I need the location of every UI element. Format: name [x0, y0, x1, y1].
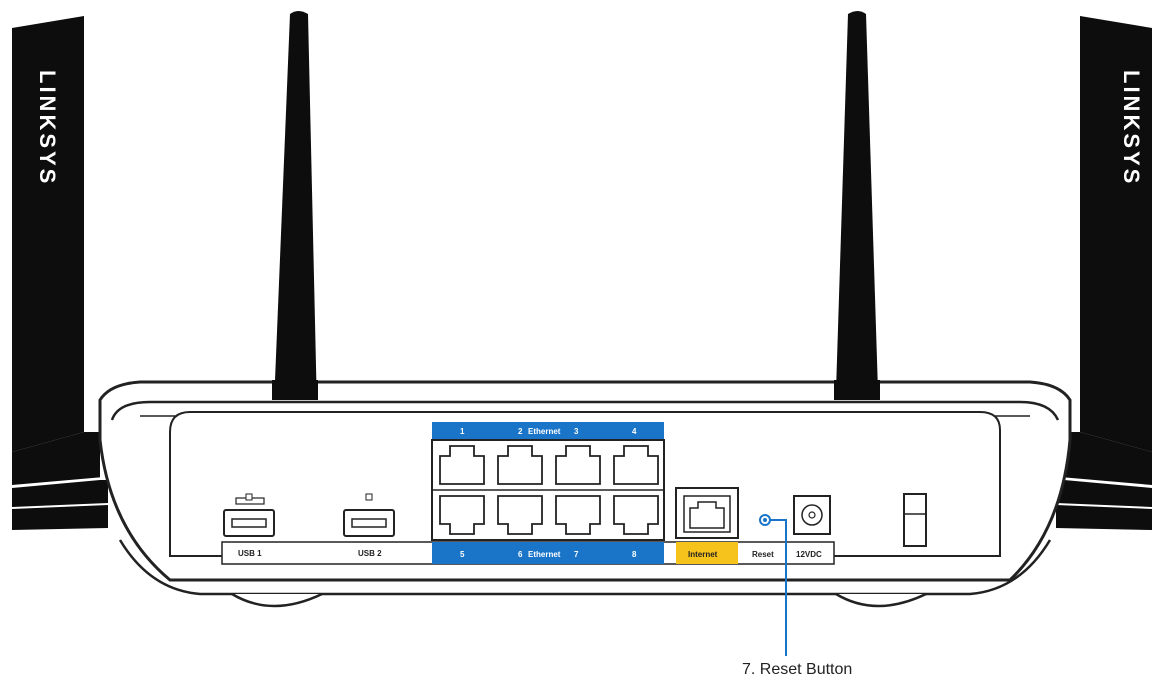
eth-num-1: 1	[460, 427, 465, 436]
ethernet-port-6[interactable]	[497, 495, 543, 535]
eth-num-2: 2	[518, 427, 523, 436]
ethernet-port-2[interactable]	[497, 445, 543, 485]
eth-num-8: 8	[632, 550, 637, 559]
ethernet-port-3[interactable]	[555, 445, 601, 485]
ethernet-port-5[interactable]	[439, 495, 485, 535]
ethernet-sockets	[439, 445, 659, 535]
ethernet-port-8[interactable]	[613, 495, 659, 535]
usb2-label: USB 2	[358, 549, 382, 558]
reset-label: Reset	[752, 550, 774, 559]
ethernet-block: 1 2 Ethernet 3 4 5 6 Ethernet 7 8	[431, 422, 665, 564]
reset-button[interactable]	[759, 514, 771, 526]
ethernet-port-4[interactable]	[613, 445, 659, 485]
left-brand-text: LINKSYS	[35, 70, 60, 186]
internet-band	[676, 542, 738, 564]
left-antenna-panel: LINKSYS	[11, 16, 109, 530]
eth-top-label: Ethernet	[528, 427, 561, 436]
power-label: 12VDC	[796, 550, 822, 559]
usb1-label: USB 1	[238, 549, 262, 558]
internet-port[interactable]	[675, 487, 739, 539]
usb-port-1[interactable]	[223, 493, 275, 537]
reset-callout-text: 7. Reset Button	[742, 661, 852, 678]
internet-label: Internet	[688, 550, 718, 559]
usb-port-2[interactable]	[343, 493, 395, 537]
right-brand-text: LINKSYS	[1119, 70, 1144, 186]
reset-callout-line	[770, 519, 787, 656]
power-switch[interactable]	[903, 493, 927, 547]
ethernet-top-band	[432, 422, 664, 440]
eth-num-4: 4	[632, 427, 637, 436]
power-port[interactable]	[793, 495, 831, 535]
eth-num-5: 5	[460, 550, 465, 559]
eth-num-7: 7	[574, 550, 579, 559]
right-antenna-panel: LINKSYS	[1055, 16, 1153, 530]
right-stick-antenna	[834, 11, 880, 454]
left-stick-antenna	[272, 11, 318, 454]
ethernet-port-7[interactable]	[555, 495, 601, 535]
ethernet-port-1[interactable]	[439, 445, 485, 485]
eth-bottom-label: Ethernet	[528, 550, 561, 559]
eth-num-6: 6	[518, 550, 523, 559]
ethernet-bottom-band	[432, 542, 664, 564]
eth-num-3: 3	[574, 427, 579, 436]
